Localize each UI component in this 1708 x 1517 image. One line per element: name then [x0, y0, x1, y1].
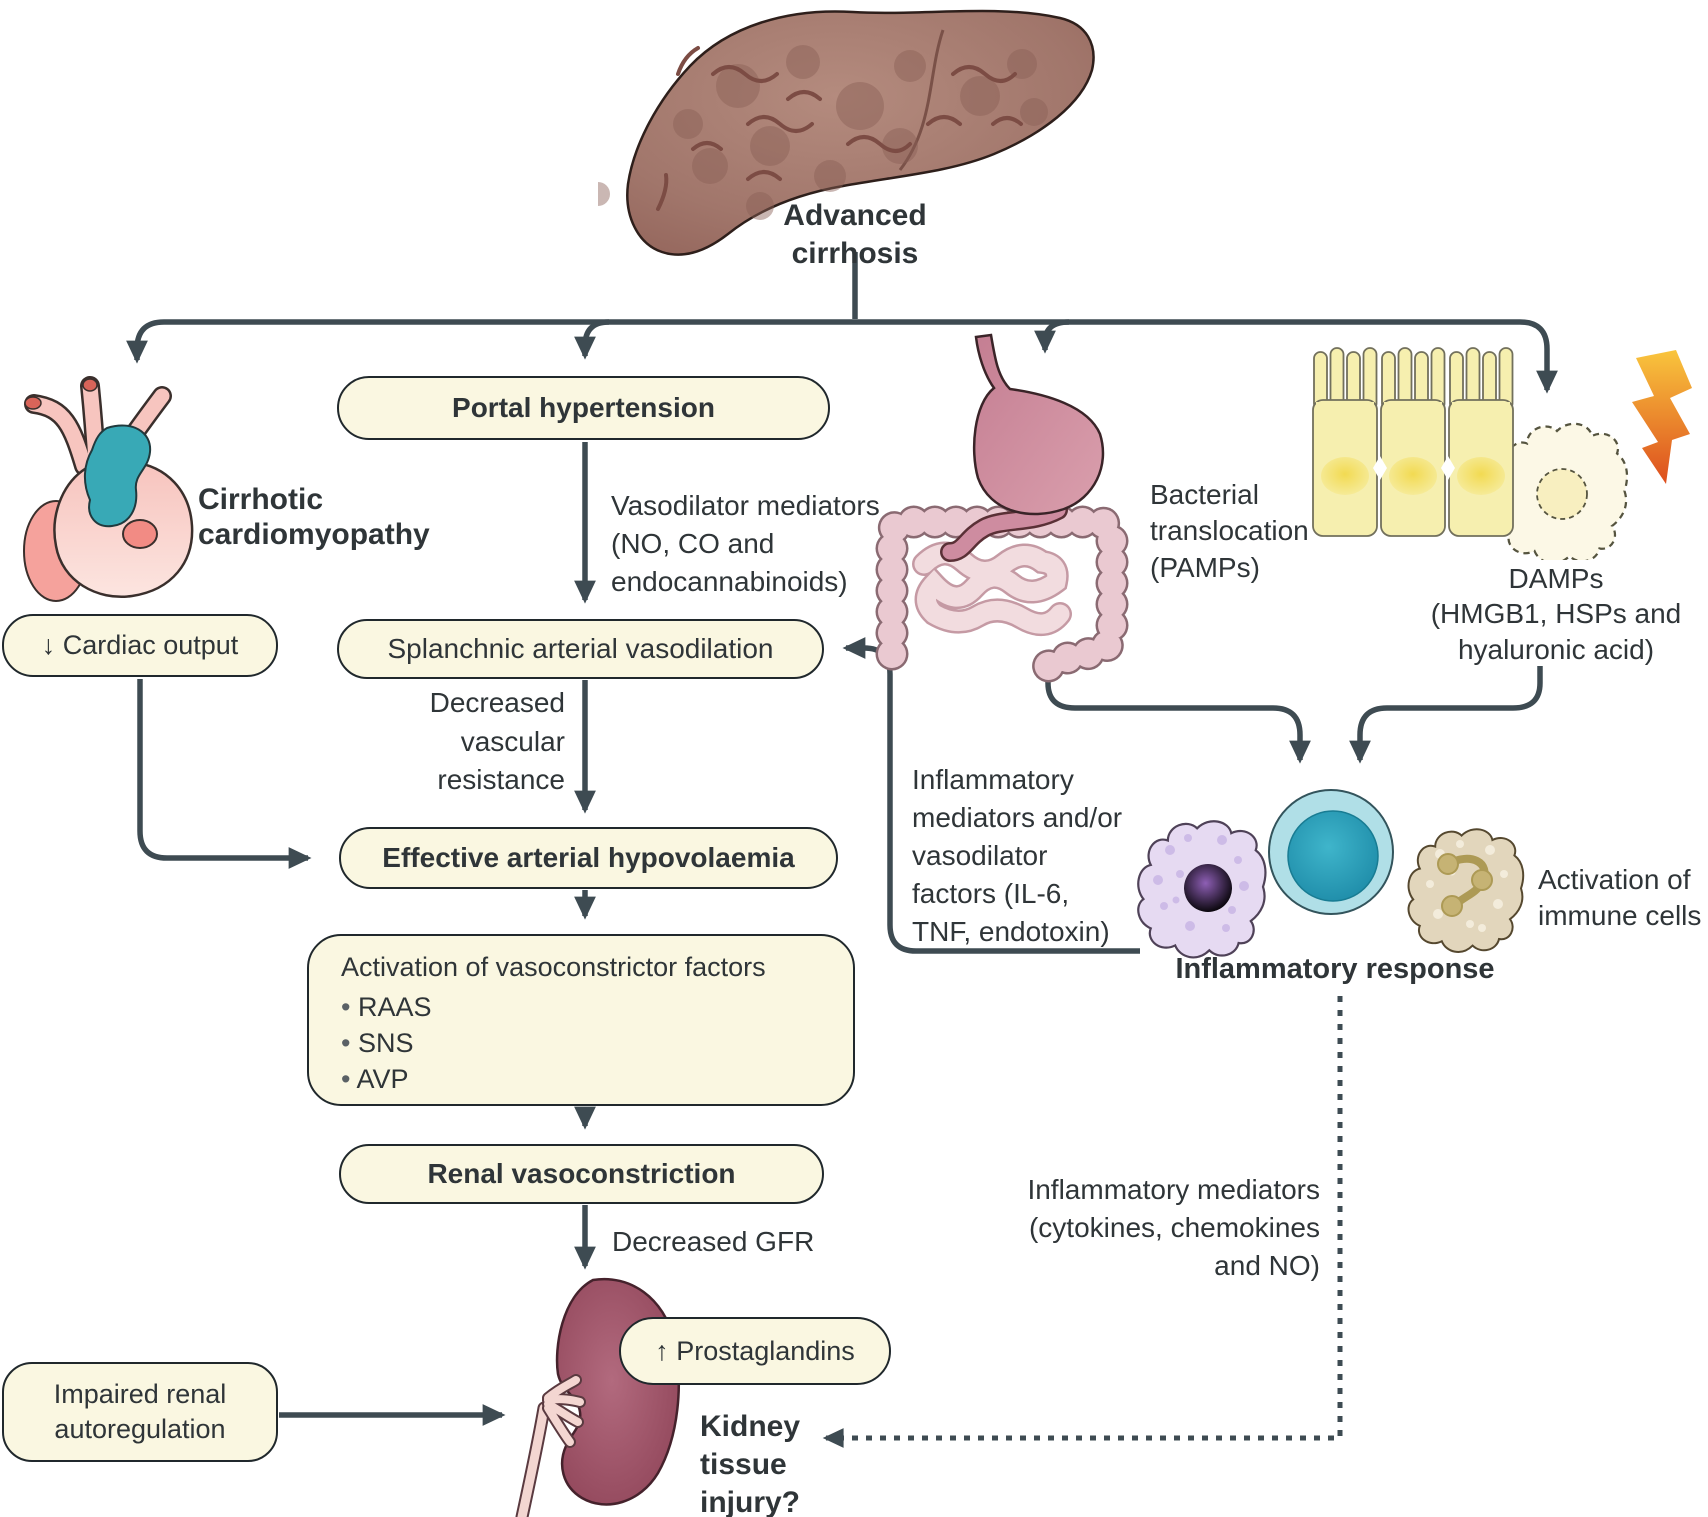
monocyte-icon: [1137, 820, 1267, 959]
inflammatory-mediators-label: Inflammatory mediators (cytokines, chemo…: [1027, 1174, 1320, 1282]
bacterial-translocation-label: Bacterial translocation (PAMPs): [1150, 479, 1309, 583]
damps-label: DAMPs (HMGB1, HSPs and hyaluronic acid): [1430, 563, 1682, 665]
arrow-distribution-line: [126, 319, 1558, 394]
cirrhotic-cardiomyopathy-label: Cirrhotic cardiomyopathy: [198, 483, 430, 552]
epithelial-cells: [1312, 347, 1514, 537]
lightning-bolt-icon: [1632, 350, 1692, 484]
vasoconstrictor-factors-box: Activation of vasoconstrictor factors RA…: [307, 934, 855, 1106]
advanced-cirrhosis-label: Advanced cirrhosis: [783, 199, 927, 270]
portal-hypertension-box: Portal hypertension: [337, 376, 830, 440]
lymphocyte-icon: [1268, 789, 1394, 915]
prostaglandins-box: ↑ Prostaglandins: [619, 1317, 891, 1385]
decreased-vascular-resistance-label: Decreased vascular resistance: [429, 687, 565, 796]
effective-hypovolaemia-label: Effective arterial hypovolaemia: [382, 842, 795, 873]
vasoconstrictor-item-raas: RAAS: [341, 989, 766, 1025]
immune-cells-illustration: [1137, 789, 1525, 959]
inflammatory-feedback-label: Inflammatory mediators and/or vasodilato…: [912, 764, 1123, 948]
activation-immune-cells-label: Activation of immune cells: [1538, 864, 1702, 932]
arrow-to-portal-hypertension: [574, 319, 610, 360]
arrow-damps-to-immune: [1349, 666, 1543, 764]
arrow-cardiac-to-effective: [137, 679, 312, 869]
kidney-illustration: [515, 1277, 680, 1517]
inflammatory-response-label: Inflammatory response: [1175, 953, 1495, 985]
cardiac-output-box: ↓ Cardiac output: [2, 614, 278, 677]
renal-vasoconstriction-label: Renal vasoconstriction: [427, 1158, 736, 1189]
vasodilator-mediators-label: Vasodilator mediators (NO, CO and endoca…: [611, 490, 880, 597]
splanchnic-vasodilation-label: Splanchnic arterial vasodilation: [387, 633, 774, 664]
stomach-intestines-illustration: [875, 333, 1129, 684]
liver-illustration: [598, 9, 1095, 256]
effective-hypovolaemia-box: Effective arterial hypovolaemia: [339, 827, 838, 889]
cardiac-output-label: ↓ Cardiac output: [41, 630, 239, 660]
prostaglandins-label: ↑ Prostaglandins: [655, 1335, 855, 1366]
neutrophil-icon: [1407, 828, 1525, 953]
vasoconstrictor-item-sns: SNS: [341, 1025, 766, 1061]
arrow-dotted-inflammatory-to-kidney: [822, 996, 1343, 1448]
arrow-inflammatory-to-splanchnic: [842, 637, 1140, 954]
impaired-autoregulation-label: Impaired renal autoregulation: [53, 1378, 227, 1444]
splanchnic-vasodilation-box: Splanchnic arterial vasodilation: [337, 619, 824, 679]
vasoconstrictor-item-avp: AVP: [341, 1061, 766, 1097]
kidney-tissue-injury-label: Kidney tissue injury?: [700, 1410, 801, 1517]
arrow-to-gut: [1034, 319, 1070, 354]
vasoconstrictor-title: Activation of vasoconstrictor factors: [341, 952, 766, 982]
intestinal-epithelium-illustration: [1312, 347, 1692, 560]
decreased-gfr-label: Decreased GFR: [612, 1226, 815, 1257]
impaired-autoregulation-box: Impaired renal autoregulation: [2, 1362, 278, 1462]
heart-illustration: [23, 376, 194, 602]
damaged-cell: [1495, 422, 1629, 560]
arrow-gut-to-immune: [1045, 666, 1311, 764]
vasoconstrictor-list: RAAS SNS AVP: [341, 989, 766, 1097]
portal-hypertension-label: Portal hypertension: [452, 392, 715, 423]
renal-vasoconstriction-box: Renal vasoconstriction: [339, 1144, 824, 1204]
